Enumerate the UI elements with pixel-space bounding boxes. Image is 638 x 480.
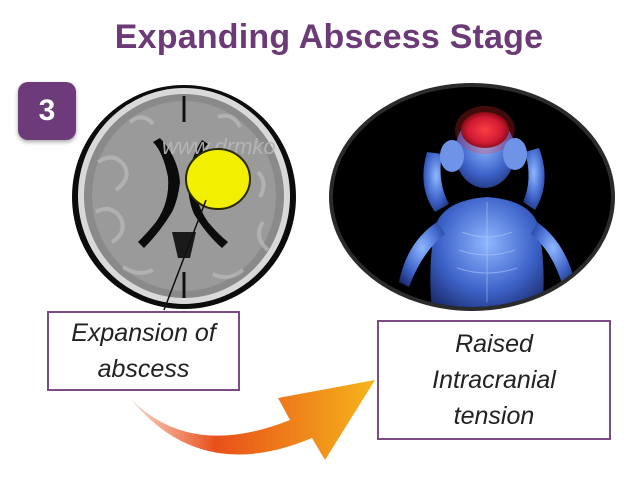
raised-intracranial-tension-box: Raised Intracranial tension bbox=[377, 320, 611, 440]
expansion-of-abscess-box: Expansion of abscess bbox=[47, 311, 240, 391]
box-left-line1: Expansion of bbox=[71, 319, 216, 347]
box-left-line2: abscess bbox=[97, 355, 190, 383]
stage-number-badge: 3 bbox=[18, 82, 76, 140]
slide-title: Expanding Abscess Stage bbox=[114, 18, 544, 56]
box-right-line1: Raised bbox=[455, 330, 533, 358]
box-right-line3: tension bbox=[453, 402, 535, 430]
brain-ct-scan-image: www.drmko bbox=[72, 85, 296, 311]
curved-arrow-icon bbox=[130, 380, 375, 460]
box-right-line2: Intracranial bbox=[432, 366, 556, 394]
headache-person-image bbox=[329, 83, 615, 311]
